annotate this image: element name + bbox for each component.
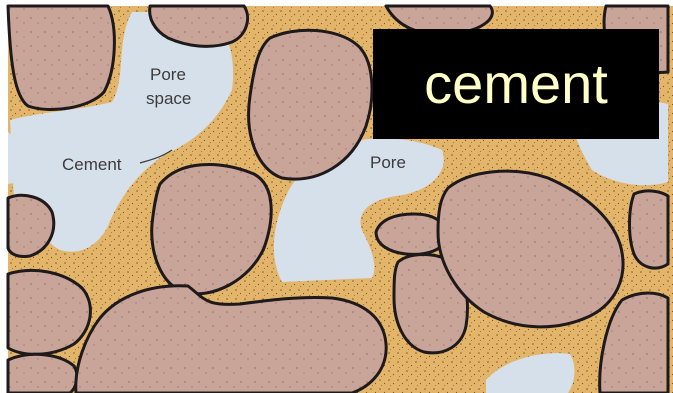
label-pore: Pore xyxy=(370,153,406,172)
grain xyxy=(8,6,114,110)
title-box: cement xyxy=(373,29,659,139)
label-pore-space-line1: Pore xyxy=(150,65,186,84)
label-cement: Cement xyxy=(62,155,122,174)
grain xyxy=(376,214,446,254)
title-text: cement xyxy=(424,56,608,112)
label-pore-space-line2: space xyxy=(146,89,191,108)
grain xyxy=(630,191,669,268)
grain xyxy=(8,270,90,354)
grain xyxy=(8,354,77,393)
